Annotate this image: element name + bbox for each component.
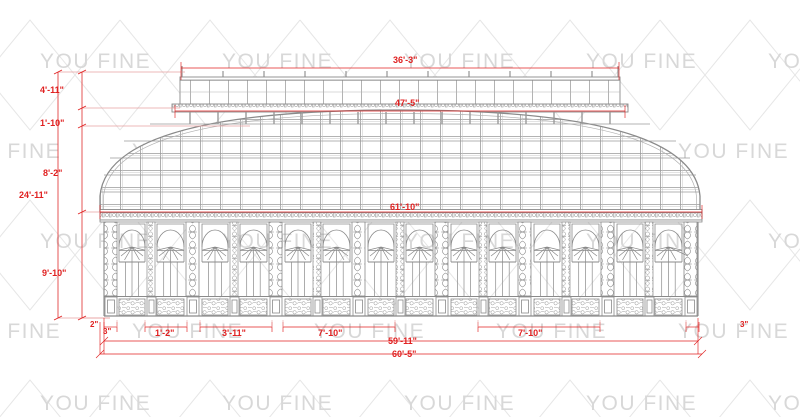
dado-ornament-panels — [104, 296, 698, 317]
roof-lantern — [171, 66, 629, 113]
lantern-ridge-beam — [179, 76, 621, 81]
ridge-cresting-finials — [181, 66, 619, 78]
dome-roof — [99, 109, 701, 212]
cornice-bead-band — [99, 212, 703, 221]
facade-bays — [103, 221, 699, 317]
main-cornice — [99, 209, 703, 223]
dome-glazing-grid — [100, 110, 700, 212]
